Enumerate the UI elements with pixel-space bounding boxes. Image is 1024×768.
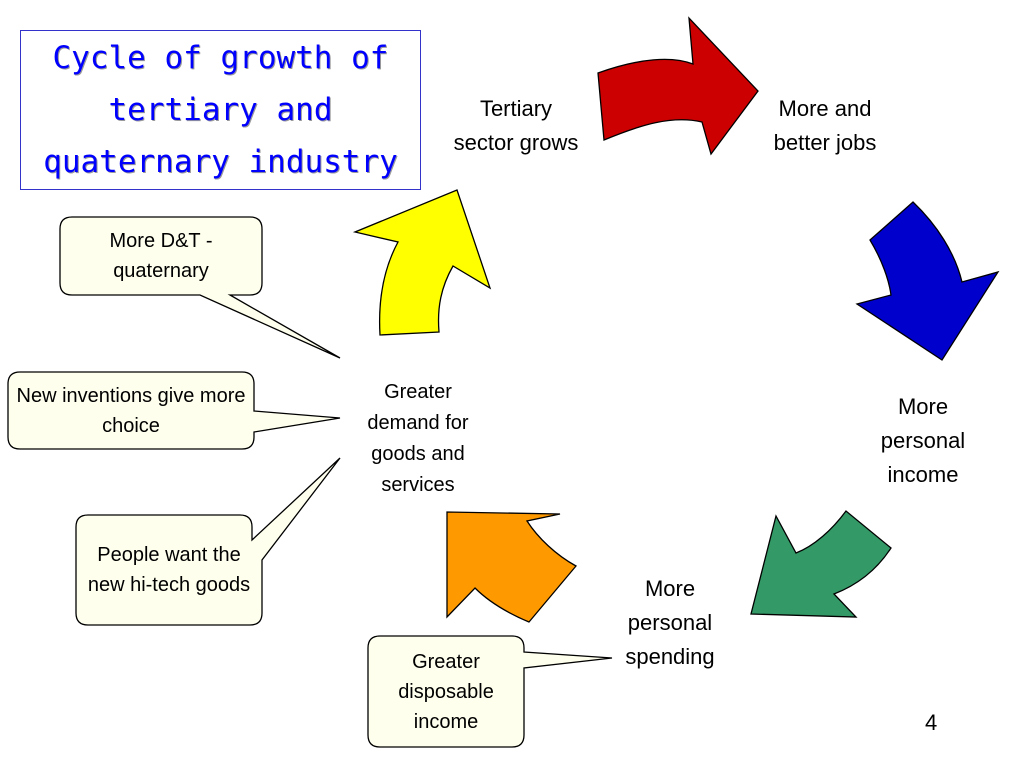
callout-bubble-people-want — [75, 457, 341, 626]
callout-new-inventions: New inventions give more choice — [16, 384, 246, 437]
stage-more-personal-income: More personal income — [880, 394, 966, 487]
callout-greater-disposable-income: Greater disposable income — [398, 650, 494, 733]
stage-tertiary-sector-grows: Tertiary sector grows — [453, 96, 579, 155]
stage-more-better-jobs: More and better jobs — [773, 96, 877, 155]
orange-arrow-icon — [446, 511, 578, 623]
callout-bubble-more-dt — [59, 216, 341, 359]
callout-bubble-new-inventions — [7, 371, 341, 450]
stage-more-personal-spending: More personal spending — [625, 576, 715, 669]
blue-arrow-icon — [855, 201, 1000, 361]
callout-people-want-hitech: People want the new hi-tech goods — [87, 544, 251, 596]
callout-more-dt-quaternary: More D&T - quaternary — [109, 230, 213, 282]
red-arrow-icon — [597, 16, 759, 156]
yellow-arrow-icon — [352, 189, 492, 336]
page-number: 4 — [925, 710, 938, 735]
callout-bubble-disposable-income — [367, 635, 613, 748]
slide-title: Cycle of growth of tertiary and quaterna… — [20, 30, 421, 190]
green-arrow-icon — [750, 510, 892, 618]
stage-greater-demand: Greater demand for goods and services — [367, 381, 469, 496]
